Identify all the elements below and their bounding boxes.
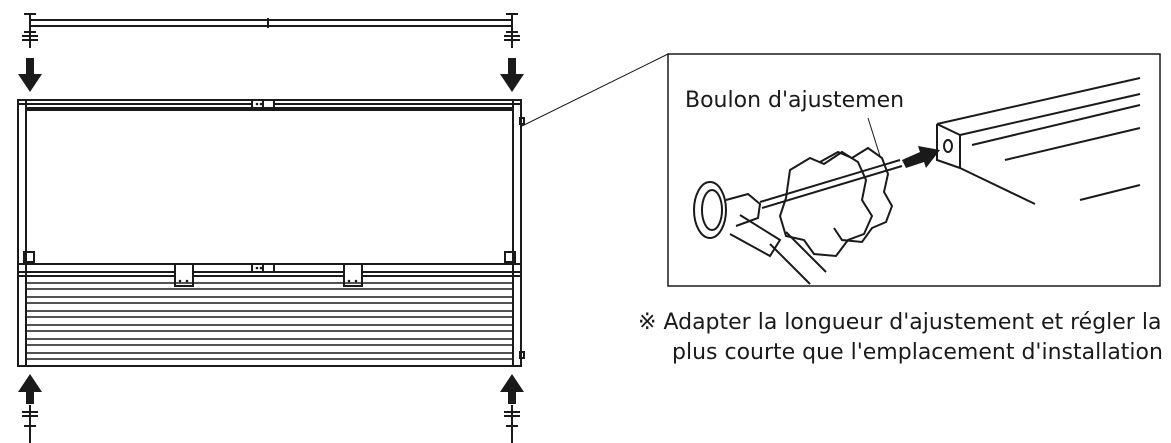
arrow-up-icon (500, 374, 524, 404)
callout-box (667, 53, 1161, 287)
note-line-1: ※ Adapter la longueur d'ajustement et ré… (638, 308, 1163, 338)
top-adjustment-bar (22, 13, 520, 48)
arrow-down-icon (500, 58, 524, 92)
frame-corner-detail (936, 77, 1141, 205)
installation-note: ※ Adapter la longueur d'ajustement et ré… (638, 308, 1163, 368)
arrow-down-icon (18, 58, 42, 92)
callout-leader (521, 53, 669, 127)
bottom-adjusters (22, 405, 520, 443)
arrow-up-icon (18, 374, 42, 404)
adjustment-bolt-label: Boulon d'ajustemen (685, 88, 905, 113)
bolt-label-leader (867, 117, 881, 157)
arrow-right-icon (902, 146, 940, 168)
main-frame (17, 99, 525, 367)
slatted-panel (26, 282, 513, 360)
note-mark: ※ (638, 310, 657, 335)
adjustment-bolt-assembly (693, 146, 903, 285)
note-line-2: plus courte que l'emplacement d'installa… (672, 340, 1163, 365)
note-text-1: Adapter la longueur d'ajustement et régl… (663, 310, 1162, 335)
